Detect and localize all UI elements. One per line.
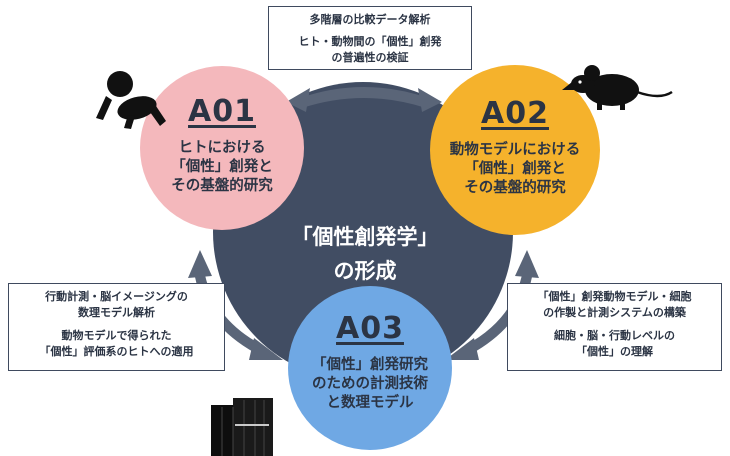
a03-circle — [288, 286, 452, 450]
a03-line1: 「個性」創発研究 — [312, 357, 428, 373]
a03-line3: と数理モデル — [326, 395, 414, 411]
left-box-line2: 数理モデル解析 — [78, 306, 155, 319]
top-analysis-box: 多階層の比較データ解析 ヒト・動物間の「個性」創発 の普遍性の検証 — [268, 6, 472, 70]
a02-label: A02 動物モデルにおける 「個性」創発と その基盤的研究 — [430, 97, 600, 198]
right-box-line3: 細胞・脳・行動レベルの — [554, 329, 675, 342]
a01-line3: その基盤的研究 — [171, 178, 273, 194]
a03-label: A03 「個性」創発研究 のための計測技術 と数理モデル — [290, 312, 450, 413]
right-box-line1: 「個性」創発動物モデル・細胞 — [537, 290, 692, 303]
right-analysis-box: 「個性」創発動物モデル・細胞 の作製と計測システムの構築 細胞・脳・行動レベルの… — [507, 283, 722, 371]
top-box-line2: ヒト・動物間の「個性」創発 — [298, 35, 442, 48]
center-line1: 「個性創発学」 — [291, 225, 439, 249]
left-box-line1: 行動計測・脳イメージングの — [45, 290, 188, 303]
right-box-line4: 「個性」の理解 — [576, 345, 653, 358]
left-double-arrow — [188, 250, 283, 360]
a03-line2: のための計測技術 — [312, 376, 428, 392]
a02-id: A02 — [481, 96, 549, 131]
top-box-line3: の普遍性の検証 — [331, 51, 409, 64]
mouse-icon — [562, 65, 673, 110]
top-double-arrow — [286, 87, 442, 112]
a03-id: A03 — [336, 311, 404, 346]
top-box-line1: 多階層の比較データ解析 — [309, 13, 431, 26]
a02-line2: 「個性」創発と — [464, 161, 566, 177]
a01-circle — [140, 66, 304, 230]
a01-line1: ヒトにおける — [178, 140, 266, 156]
a02-line1: 動物モデルにおける — [449, 142, 581, 158]
a02-circle — [430, 65, 600, 235]
a01-id: A01 — [188, 94, 256, 129]
a01-label: A01 ヒトにおける 「個性」創発と その基盤的研究 — [142, 95, 302, 196]
center-line2: の形成 — [333, 259, 397, 283]
left-box-line4: 「個性」評価系のヒトへの適用 — [39, 345, 194, 358]
a01-line2: 「個性」創発と — [171, 159, 273, 175]
left-analysis-box: 行動計測・脳イメージングの 数理モデル解析 動物モデルで得られた 「個性」評価系… — [8, 283, 225, 371]
center-title: 「個性創発学」 の形成 — [260, 220, 470, 288]
right-box-line2: の作製と計測システムの構築 — [543, 306, 686, 319]
supercomputer-icon — [211, 398, 273, 456]
a02-line3: その基盤的研究 — [464, 180, 566, 196]
left-box-line3: 動物モデルで得られた — [61, 329, 172, 342]
baby-icon — [96, 71, 166, 129]
